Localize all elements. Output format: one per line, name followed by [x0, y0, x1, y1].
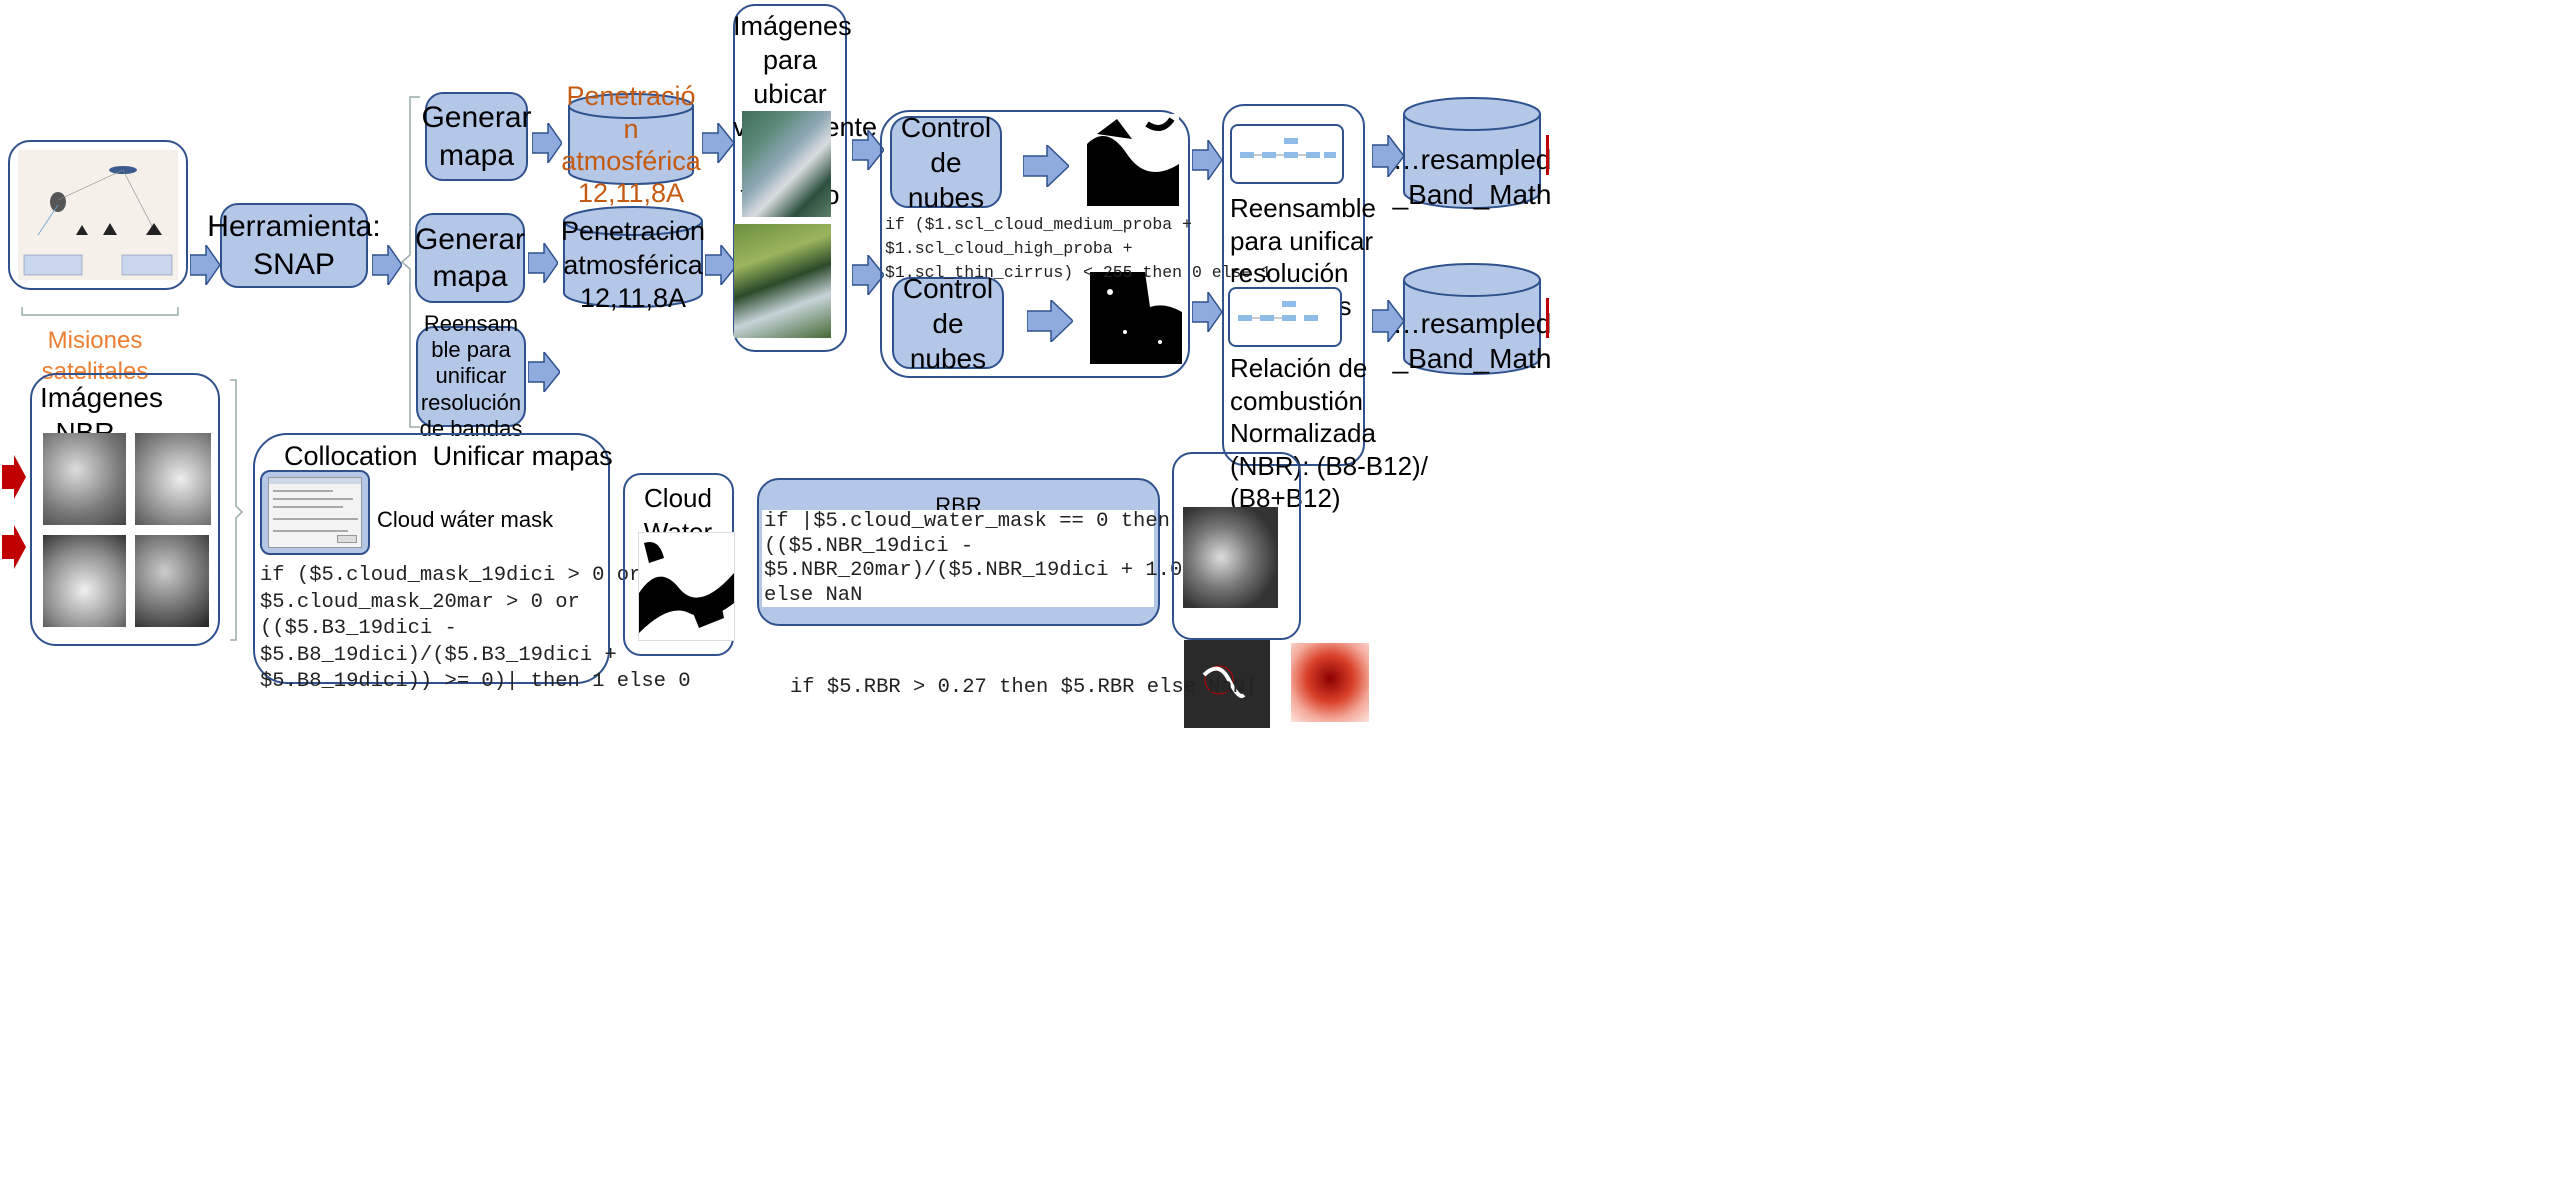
- penetracion-label-1: Penetració n atmosférica 12,11,8A: [561, 81, 701, 209]
- satellite-image-1: [742, 111, 831, 217]
- snap-tool-box: Herramienta: SNAP: [207, 203, 381, 288]
- generar-mapa-2-label: Generar mapa: [414, 222, 526, 294]
- nbr-panel: [30, 373, 220, 646]
- penetracion-cylinder-1: [568, 93, 694, 185]
- resampled-label-2: …resampled _Band_Math: [1392, 308, 1552, 374]
- rbr-threshold-image: [1184, 640, 1270, 728]
- rbr-expression: if |$5.cloud_water_mask == 0 then (($5.N…: [764, 510, 1231, 607]
- red-arrow-out-1: [1546, 135, 1549, 175]
- arrow-resample-to-res1: [1372, 135, 1404, 177]
- control-nubes-1: Control de nubes: [890, 112, 1002, 213]
- penetracion-label-2: Penetracion atmosférica 12,11,8A: [561, 216, 705, 314]
- penetracion-label-2-text: Penetracion atmosférica 12,11,8A: [560, 215, 706, 314]
- cloud-control-expression: if ($1.scl_cloud_medium_proba + $1.scl_c…: [885, 215, 1272, 282]
- resample-graph-image-2: [1228, 287, 1342, 347]
- satellite-missions-image: [18, 150, 178, 280]
- snap-label: Herramienta: SNAP: [207, 210, 381, 281]
- nbr-image-4: [135, 535, 209, 627]
- arrow-clouds-to-resample1: [1192, 140, 1222, 180]
- arrow-reensamble-small: [528, 352, 560, 392]
- resample-graph-image-1: [1230, 124, 1344, 184]
- missions-brace: [21, 307, 179, 316]
- arrow-snap-to-branches: [372, 245, 402, 285]
- cloud-control-panel: [880, 110, 1190, 378]
- missions-panel: [8, 140, 188, 290]
- collocation-panel: [253, 433, 610, 684]
- satellite-image-2: [734, 224, 831, 338]
- arrow-images-to-control1: [852, 130, 884, 170]
- dialog-screenshot: [268, 477, 362, 548]
- arrow-resample-to-res2: [1372, 300, 1404, 342]
- control-nubes-2-label: Control de nubes: [902, 272, 994, 374]
- control-nubes-1-label: Control de nubes: [900, 111, 992, 213]
- arrow-control2-to-mask: [1027, 300, 1073, 342]
- arrow-clouds-to-resample2: [1192, 292, 1222, 332]
- collocation-title: Collocation Unificar mapas: [284, 441, 613, 471]
- generar-mapa-1-label: Generar mapa: [421, 101, 532, 172]
- generar-mapa-2: Generar mapa: [415, 213, 525, 303]
- reensamble-small-label: Reensam ble para unificar resolución de …: [419, 310, 523, 442]
- resampled-cylinder-2: [1403, 263, 1541, 375]
- rbr-colored-image: [1291, 643, 1369, 722]
- missions-label: Misiones satelitales: [41, 327, 149, 386]
- control-nubes-2: Control de nubes: [892, 273, 1004, 374]
- rbr-output-panel: [1172, 452, 1301, 640]
- branch-brace: [400, 96, 420, 428]
- nbr-image-3: [43, 535, 126, 627]
- resampled-cylinder-1: [1403, 97, 1541, 209]
- arrow-generar2-to-pen2: [528, 243, 558, 283]
- arrow-control1-to-mask: [1023, 145, 1069, 187]
- collocation-dialog-thumb: [260, 470, 370, 555]
- images-panel: [733, 4, 847, 352]
- cloud-mask-label: Cloud wáter mask: [377, 507, 554, 532]
- nbr-image-1: [43, 433, 126, 525]
- generar-mapa-1: Generar mapa: [421, 92, 532, 181]
- rbr-threshold-expression: if $5.RBR > 0.27 then $5.RBR else NaN|: [790, 676, 1258, 699]
- cloud-mask-image-2: [1090, 272, 1182, 364]
- rbr-output-image: [1183, 507, 1278, 608]
- cloud-mask-image-1: [1087, 114, 1179, 206]
- nbr-brace: [230, 379, 244, 641]
- nbr-image-2: [135, 433, 211, 525]
- arrow-pen2-to-images: [705, 245, 737, 285]
- collocation-expression: if ($5.cloud_mask_19dici > 0 or $5.cloud…: [260, 564, 691, 693]
- arrow-missions-to-snap: [190, 245, 220, 285]
- penetracion-cylinder-2: [563, 206, 703, 308]
- red-arrow-in-2: [2, 525, 26, 569]
- rbr-expression-box: [762, 510, 1154, 607]
- resampled-label-1: …resampled _Band_Math: [1392, 144, 1552, 210]
- red-arrow-out-2: [1546, 298, 1549, 338]
- arrow-pen1-to-images: [702, 123, 734, 163]
- arrow-images-to-control2: [852, 255, 884, 295]
- arrow-generar1-to-pen1: [532, 123, 562, 163]
- reensamble-small-box: Reensam ble para unificar resolución de …: [416, 311, 526, 441]
- cloud-water-mask-image: [638, 532, 735, 641]
- red-arrow-in-1: [2, 455, 26, 499]
